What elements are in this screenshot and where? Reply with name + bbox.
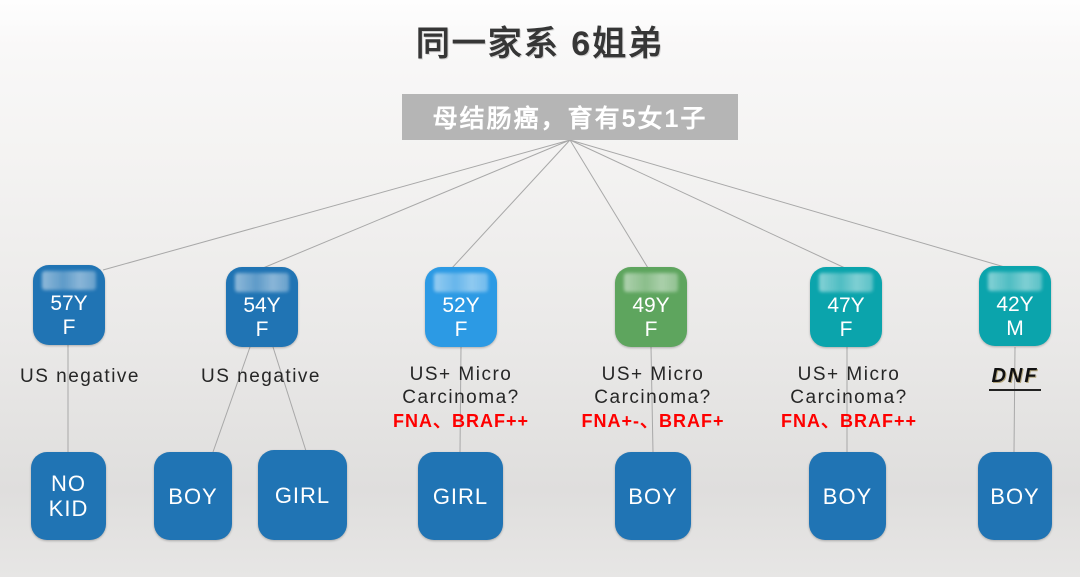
note-line: Carcinoma?	[402, 387, 520, 408]
connector-line	[262, 139, 571, 269]
sibling-age: 42Y	[996, 293, 1034, 316]
sibling-sex: F	[454, 318, 468, 341]
child-box: GIRL	[258, 450, 347, 540]
redacted-name-patch	[235, 273, 289, 292]
sibling-box-2: 54Y F	[226, 267, 298, 347]
sibling-sex: F	[839, 318, 853, 341]
sibling-sex: M	[1006, 317, 1024, 340]
dnf-note: DNF	[989, 365, 1041, 391]
child-box: BOY	[154, 452, 232, 540]
child-box: NO KID	[31, 452, 106, 540]
sibling-sex: F	[644, 318, 658, 341]
page-title: 同一家系 6姐弟	[415, 25, 665, 63]
sibling-age: 54Y	[243, 294, 281, 317]
child-box: GIRL	[418, 452, 503, 540]
sibling-box-5: 47Y F	[810, 267, 882, 347]
note-line: US negative	[19, 366, 140, 387]
child-label: NO KID	[48, 471, 89, 521]
child-label: GIRL	[274, 482, 331, 508]
red-note: FNA、BRAF++	[780, 411, 917, 431]
child-label: BOY	[990, 483, 1040, 509]
note-line: US+ Micro	[409, 364, 513, 385]
redacted-name-patch	[819, 273, 873, 292]
connector-line	[569, 139, 846, 269]
sibling-box-1: 57Y F	[33, 265, 105, 345]
sibling-note-6: DNF	[895, 365, 1080, 391]
note-line: US negative	[200, 366, 321, 387]
child-label: BOY	[168, 483, 218, 509]
sibling-box-6: 42Y M	[979, 266, 1051, 346]
redacted-name-patch	[434, 273, 488, 292]
connector-line	[102, 139, 571, 271]
sibling-box-3: 52Y F	[425, 267, 497, 347]
sibling-age: 57Y	[50, 292, 88, 315]
red-note: FNA+-、BRAF+	[581, 411, 725, 431]
note-line: US+ Micro	[797, 364, 901, 385]
sibling-note-1: US negative	[0, 365, 200, 388]
sibling-age: 47Y	[827, 294, 865, 317]
connector-line	[212, 346, 251, 453]
red-note: FNA、BRAF++	[392, 411, 529, 431]
redacted-name-patch	[42, 271, 96, 290]
child-box: BOY	[615, 452, 691, 540]
sibling-sex: F	[62, 316, 76, 339]
note-line: Carcinoma?	[594, 387, 712, 408]
redacted-name-patch	[624, 273, 678, 292]
sibling-age: 49Y	[632, 294, 670, 317]
sibling-sex: F	[255, 318, 269, 341]
child-label: GIRL	[432, 483, 489, 509]
sibling-note-5: US+ Micro Carcinoma? FNA、BRAF++	[729, 363, 969, 433]
child-box: BOY	[809, 452, 886, 540]
connector-line	[451, 139, 571, 269]
connector-line	[569, 139, 1009, 269]
sibling-note-3: US+ Micro Carcinoma? FNA、BRAF++	[341, 363, 581, 433]
connector-line	[272, 346, 307, 452]
mother-node-label: 母结肠癌，育有5女1子	[432, 105, 708, 133]
note-line: Carcinoma?	[790, 387, 908, 408]
connector-line	[650, 346, 654, 453]
sibling-note-4: US+ Micro Carcinoma? FNA+-、BRAF+	[533, 363, 773, 433]
child-box: BOY	[978, 452, 1052, 540]
sibling-box-4: 49Y F	[615, 267, 687, 347]
connector-line	[1013, 346, 1016, 453]
connector-line	[569, 139, 649, 269]
sibling-age: 52Y	[442, 294, 480, 317]
sibling-note-2: US negative	[141, 365, 381, 388]
note-line: US+ Micro	[601, 364, 705, 385]
mother-node: 母结肠癌，育有5女1子	[402, 94, 738, 140]
redacted-name-patch	[988, 272, 1042, 291]
connector-line	[459, 346, 462, 453]
child-label: BOY	[628, 483, 678, 509]
child-label: BOY	[822, 483, 873, 509]
